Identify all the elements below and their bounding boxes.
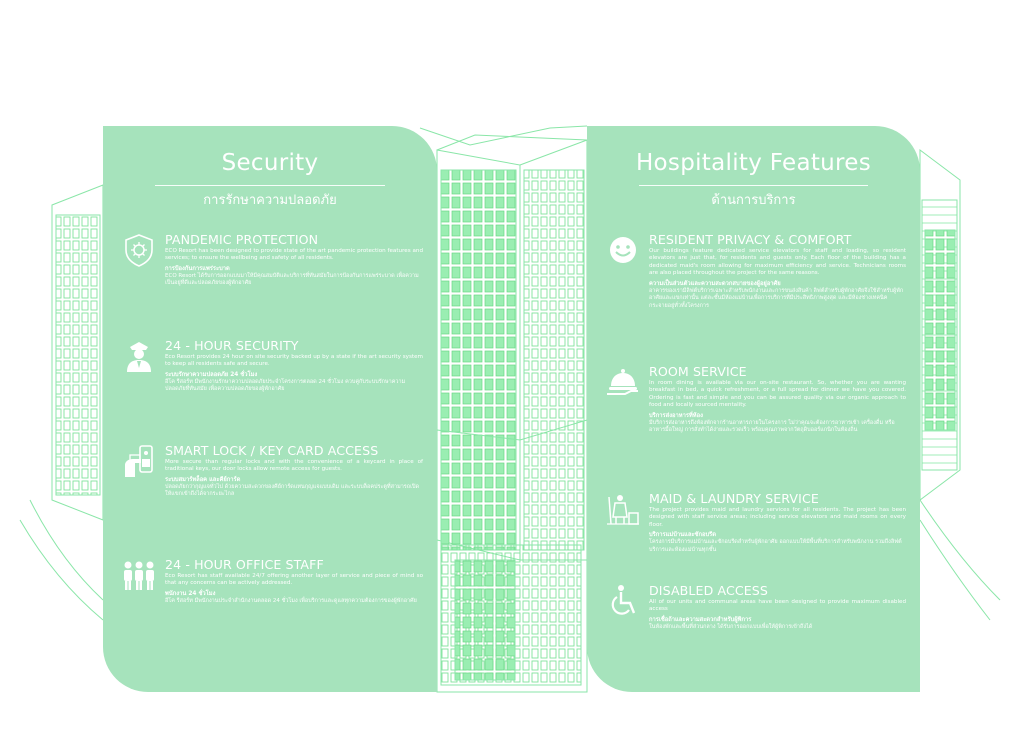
maid-laundry-icon <box>607 495 639 525</box>
section-text-en: Eco Resort provides 24 hour on site secu… <box>165 354 423 368</box>
section-text-th: มีบริการส่งอาหารถึงห้องพักจากร้านอาหารภา… <box>649 419 895 434</box>
section-text-th: ปลอดภัยกว่ากุญแจทั่วไป ด้วยความสะดวกของค… <box>165 483 420 498</box>
section-text-en: Our buildings feature dedicated service … <box>649 248 906 277</box>
panel-title: Security <box>221 150 319 176</box>
title-divider <box>155 185 385 186</box>
key-card-icon <box>125 445 153 477</box>
section-text-th: อีโค รีสอร์ท มีพนักงานประจำสำนักงานตลอด … <box>165 597 417 604</box>
section-text-th: อาคารของเรามีลิฟต์บริการเฉพาะสำหรับพนักง… <box>649 287 904 309</box>
section-subheading-th: ระบบสมาร์ทล็อค และคีย์การ์ด <box>165 476 241 483</box>
section-heading: DISABLED ACCESS <box>649 583 768 598</box>
section-text-en: In room dining is available via our on-s… <box>649 380 906 409</box>
section-text-th: ในห้องพักและพื้นที่ส่วนกลาง ได้รับการออก… <box>649 623 813 630</box>
virus-shield-icon <box>125 234 153 267</box>
section-subheading-th: การป้องกันการแพร่ระบาด <box>165 265 230 272</box>
section-text-en: ECO Resort has been designed to provide … <box>165 248 423 262</box>
panel-subtitle: ด้านการบริการ <box>711 193 796 208</box>
section-subheading-th: บริการส่งอาหารที่ห้อง <box>649 412 703 419</box>
room-service-icon <box>607 369 638 395</box>
section-subheading-th: การเชื่อถ้าและความสะดวกสำหรับผู้พิการ <box>649 616 752 623</box>
title-divider <box>639 185 868 186</box>
section-heading: MAID & LAUNDRY SERVICE <box>649 491 819 506</box>
panel-title: Hospitality Features <box>635 150 872 176</box>
section-text-th: โครงการมีบริการแม่บ้านและซักอบรีดสำหรับผ… <box>649 539 902 553</box>
security-guard-icon <box>127 342 151 372</box>
smiley-icon <box>610 237 636 263</box>
security-panel: Security การรักษาความปลอดภัย PANDEMIC PR… <box>103 126 437 692</box>
section-subheading-th: ระบบรักษาความปลอดภัย 24 ชั่วโมง <box>165 371 258 378</box>
office-staff-icon <box>124 561 154 590</box>
section-heading: RESIDENT PRIVACY & COMFORT <box>649 232 852 247</box>
section-text-en: All of our units and communal areas have… <box>649 599 906 613</box>
section-text-th: อีโค รีสอร์ท มีพนักงานรักษาความปลอดภัยปร… <box>165 378 406 393</box>
panel-subtitle: การรักษาความปลอดภัย <box>203 193 337 208</box>
section-text-en: The project provides maid and laundry se… <box>649 507 906 528</box>
section-heading: PANDEMIC PROTECTION <box>165 232 319 247</box>
section-text-en: Eco Resort has staff available 24/7 offe… <box>165 573 423 587</box>
section-subheading-th: ความเป็นส่วนตัวและความสะดวกสบายของผู้อยู… <box>649 280 781 287</box>
wheelchair-icon <box>611 585 636 615</box>
section-heading: 24 - HOUR SECURITY <box>165 338 299 353</box>
section-heading: 24 - HOUR OFFICE STAFF <box>165 557 324 572</box>
section-heading: SMART LOCK / KEY CARD ACCESS <box>165 443 379 458</box>
hospitality-panel: Hospitality Features ด้านการบริการ RESID… <box>587 126 920 692</box>
section-text-th: ECO Resort ได้รับการออกแบบมาให้มีคุณสมบั… <box>165 272 419 287</box>
section-subheading-th: พนักงาน 24 ชั่วโมง <box>165 590 216 597</box>
section-text-en: More secure than regular locks and with … <box>165 459 423 473</box>
section-subheading-th: บริการแม่บ้านและซักอบรีด <box>649 532 717 539</box>
section-heading: ROOM SERVICE <box>649 364 747 379</box>
